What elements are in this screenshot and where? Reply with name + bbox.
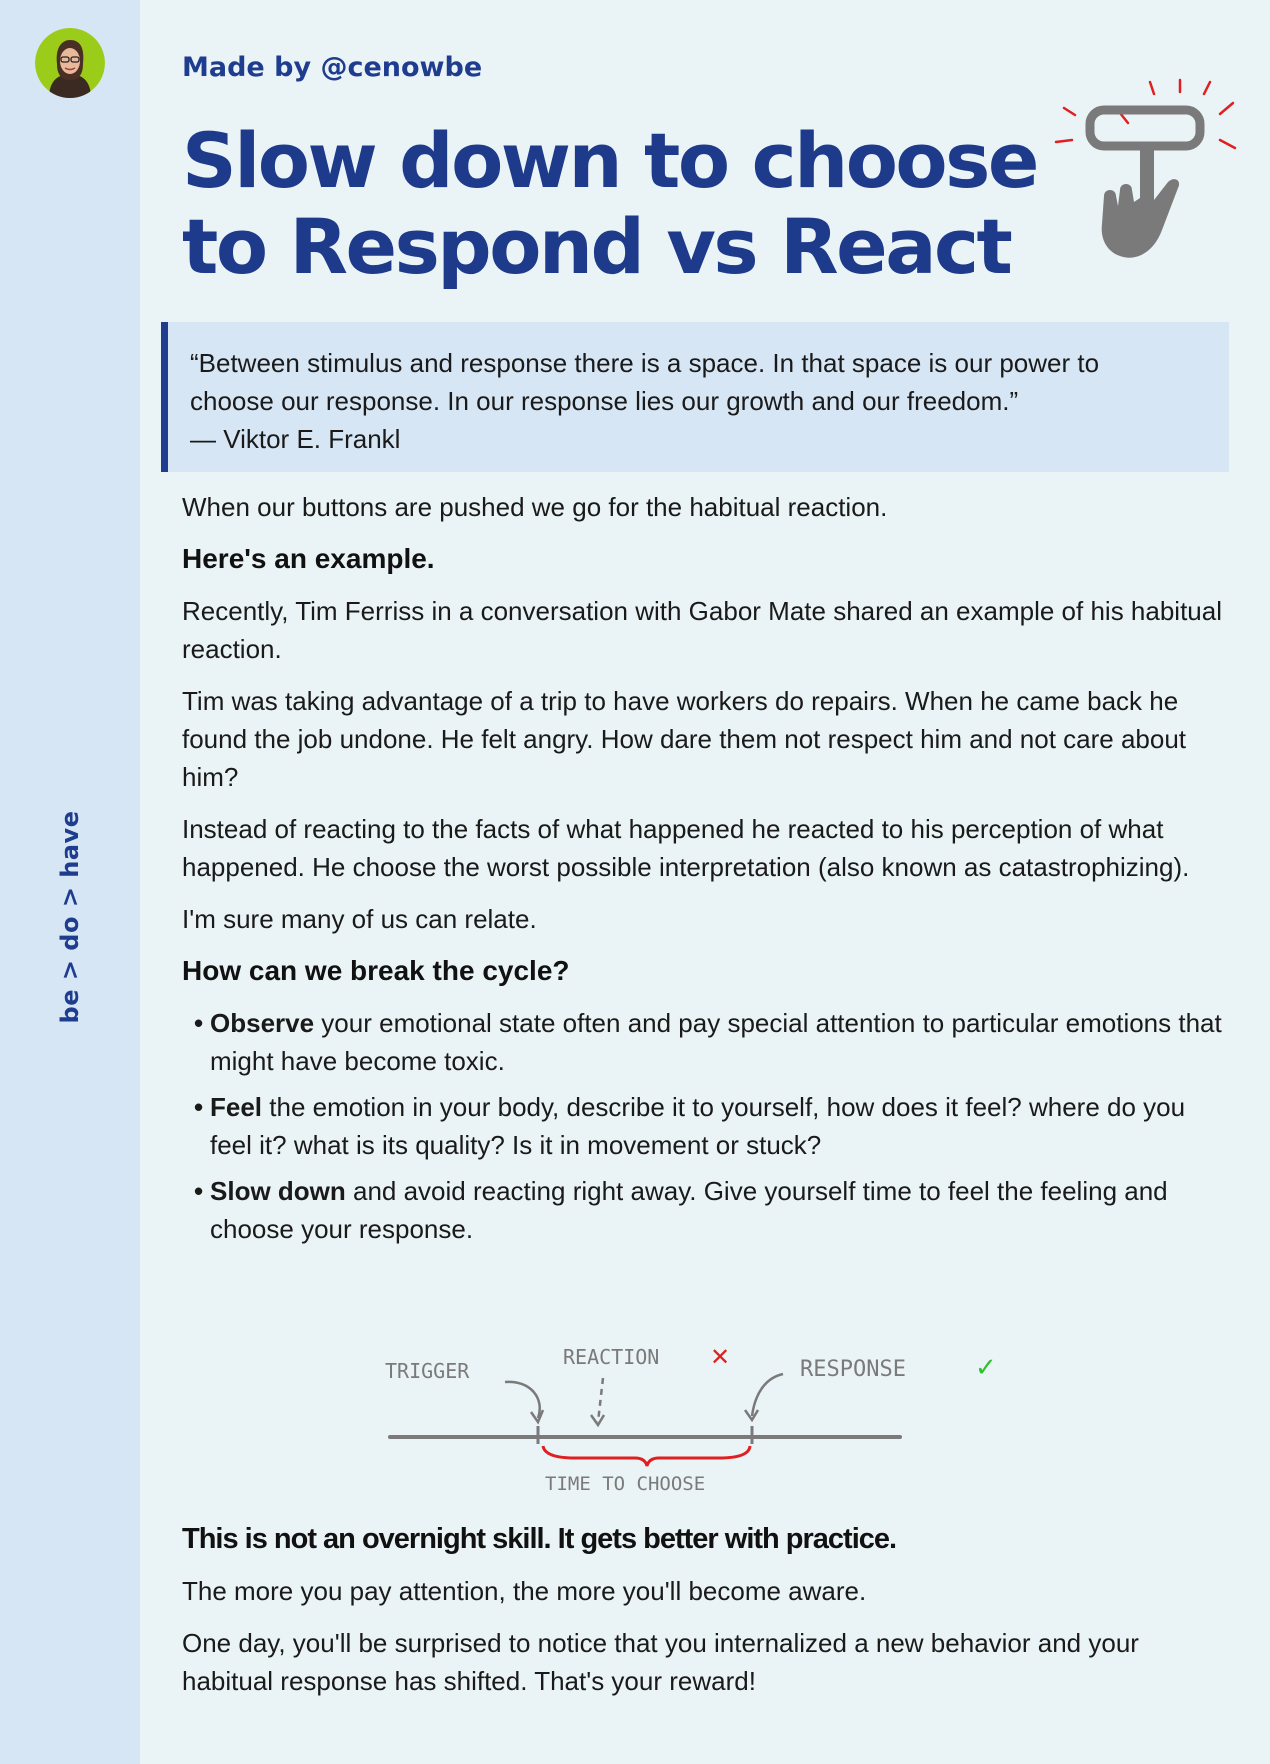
intro-paragraph: When our buttons are pushed we go for th… <box>182 492 888 522</box>
list-item: Slow down and avoid reacting right away.… <box>194 1172 1232 1248</box>
sidebar: be > do > have <box>0 0 140 1764</box>
sidebar-tagline: be > do > have <box>56 810 84 1024</box>
list-item-keyword: Slow down <box>210 1176 346 1206</box>
cycle-heading: How can we break the cycle? <box>182 955 570 986</box>
paragraph: Recently, Tim Ferriss in a conversation … <box>182 596 1222 664</box>
quote-author: — Viktor E. Frankl <box>190 424 401 454</box>
closing-section: This is not an overnight skill. It gets … <box>182 1520 1232 1714</box>
paragraph: Tim was taking advantage of a trip to ha… <box>182 686 1187 792</box>
list-item-text: the emotion in your body, describe it to… <box>210 1092 1186 1160</box>
page-title: Slow down to choose to Respond vs React <box>182 118 1042 290</box>
reaction-label: REACTION <box>563 1345 659 1369</box>
hand-pressing-button-icon <box>1050 70 1240 270</box>
quote-block: “Between stimulus and response there is … <box>161 322 1229 472</box>
time-to-choose-label: TIME TO CHOOSE <box>545 1473 705 1495</box>
author-credit[interactable]: Made by @cenowbe <box>182 52 483 83</box>
list-item-text: your emotional state often and pay speci… <box>210 1008 1222 1076</box>
title-line-2: to Respond vs React <box>182 202 1013 291</box>
paragraph: I'm sure many of us can relate. <box>182 904 537 934</box>
quote-line-2: choose our response. In our response lie… <box>190 386 1019 416</box>
example-heading: Here's an example. <box>182 543 435 574</box>
response-check-icon: ✓ <box>975 1353 997 1383</box>
list-item: Observe your emotional state often and p… <box>194 1004 1232 1080</box>
list-item-text: and avoid reacting right away. Give your… <box>210 1176 1168 1244</box>
response-label: RESPONSE <box>800 1357 906 1382</box>
avatar[interactable] <box>35 28 105 98</box>
paragraph: Instead of reacting to the facts of what… <box>182 814 1190 882</box>
closing-heading: This is not an overnight skill. It gets … <box>182 1523 897 1555</box>
tips-list: Observe your emotional state often and p… <box>194 1004 1232 1248</box>
timeline-diagram: TRIGGER REACTION ✕ RESPONSE ✓ TIME TO CH… <box>345 1320 1055 1505</box>
article-body: When our buttons are pushed we go for th… <box>182 488 1232 1262</box>
list-item-keyword: Observe <box>210 1008 315 1038</box>
trigger-label: TRIGGER <box>385 1359 470 1383</box>
closing-paragraph: The more you pay attention, the more you… <box>182 1576 867 1606</box>
list-item: Feel the emotion in your body, describe … <box>194 1088 1232 1164</box>
title-line-1: Slow down to choose <box>182 116 1039 205</box>
quote-line-1: “Between stimulus and response there is … <box>190 348 1100 378</box>
reaction-cross-icon: ✕ <box>710 1343 730 1371</box>
list-item-keyword: Feel <box>210 1092 263 1122</box>
closing-paragraph: One day, you'll be surprised to notice t… <box>182 1628 1139 1696</box>
